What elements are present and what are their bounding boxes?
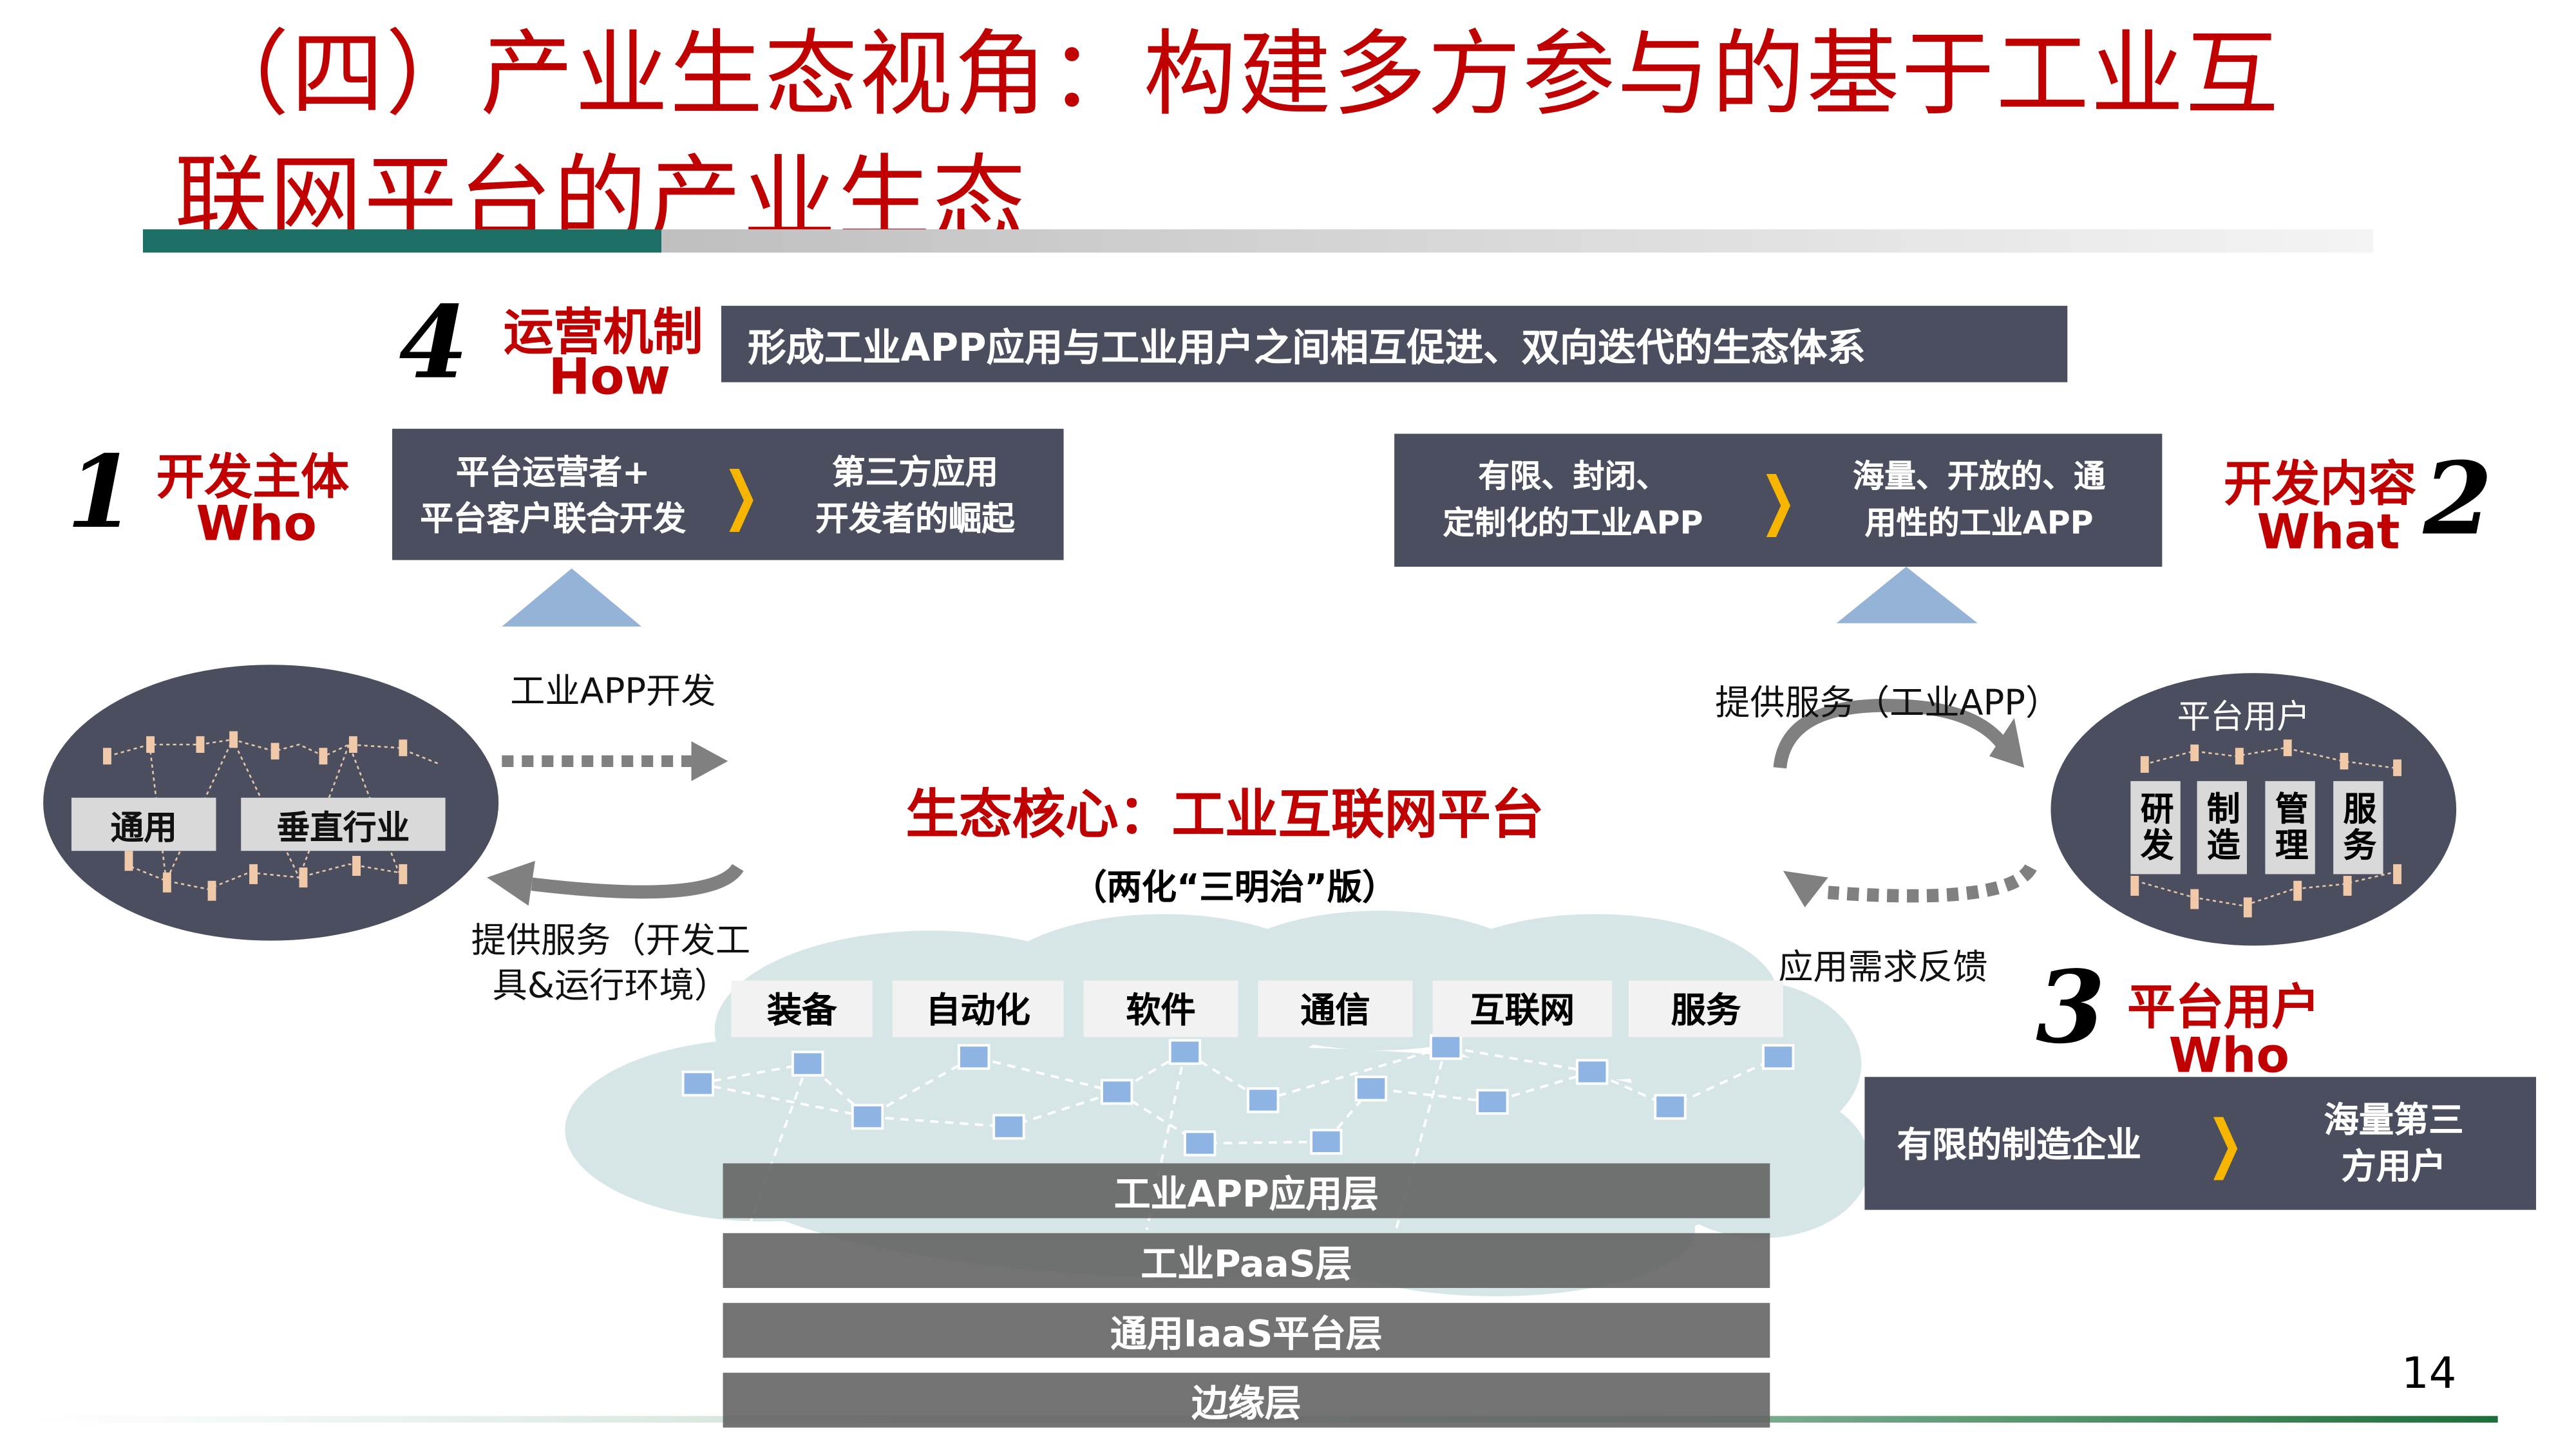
section-2-title: 开发内容 — [2223, 455, 2417, 512]
section-2-en: What — [2257, 503, 2400, 560]
cloud-nodes — [681, 1034, 1795, 1157]
category-software: 软件 — [1083, 980, 1238, 1037]
label-line2: 具&运行环境） — [492, 965, 730, 1006]
title-line1: （四）产业生态视角：构建多方参与的基于工业互 — [196, 21, 2280, 130]
from-text: 有限的制造企业 — [1897, 1125, 2141, 1166]
tag-service: 服务 — [2333, 781, 2383, 875]
user-box: 有限的制造企业 ❯ 海量第三方用户 — [1864, 1077, 2536, 1210]
arrow-serve-left — [487, 860, 744, 906]
to-line1: 第三方应用 — [832, 451, 999, 491]
category-service: 服务 — [1628, 980, 1783, 1037]
section-4-title: 运营机制 — [503, 304, 703, 363]
chevron-right-icon: ❯ — [2206, 1106, 2244, 1180]
section-3-en: Who — [2168, 1027, 2289, 1084]
developer-box: 平台运营者+ 平台客户联合开发 ❯ 第三方应用开发者的崛起 — [392, 428, 1064, 560]
section-1-title: 开发主体 — [156, 448, 349, 506]
category-communication: 通信 — [1258, 980, 1413, 1037]
from-line1: 有限、封闭、 — [1478, 459, 1668, 496]
core-subtitle: （两化“三明治”版） — [1072, 867, 1397, 908]
chevron-right-icon: ❯ — [721, 457, 759, 531]
tag-management: 管理 — [2265, 781, 2315, 875]
to-line2: 方用户 — [2341, 1146, 2447, 1187]
section-number-1: 1 — [66, 435, 136, 552]
category-equipment: 装备 — [731, 980, 873, 1037]
layer-paas: 工业PaaS层 — [723, 1233, 1770, 1288]
section-number-4: 4 — [399, 285, 469, 402]
category-automation: 自动化 — [892, 980, 1064, 1037]
label-serve-app: 提供服务（工业APP） — [1715, 683, 2061, 723]
triangle-up-right — [1836, 566, 1978, 623]
layer-app: 工业APP应用层 — [723, 1163, 1770, 1218]
from-line2: 定制化的工业APP — [1443, 505, 1703, 542]
tag-vertical-industry: 垂直行业 — [241, 797, 446, 851]
section-3-title: 平台用户 — [2127, 978, 2320, 1036]
title-bar-accent — [142, 229, 662, 253]
label-feedback: 应用需求反馈 — [1778, 947, 1988, 987]
core-title: 生态核心：工业互联网平台 — [905, 782, 1544, 846]
user-circle — [2050, 673, 2457, 946]
network-nodes — [102, 731, 2401, 918]
chevron-right-icon: ❯ — [1759, 463, 1797, 537]
triangle-up-left — [502, 568, 642, 627]
category-internet: 互联网 — [1432, 980, 1613, 1037]
arrow-serve-app — [1773, 699, 2025, 769]
tag-rd: 研发 — [2130, 781, 2181, 875]
section-1-en: Who — [196, 495, 317, 552]
from-line2: 平台客户联合开发 — [420, 497, 687, 538]
arrow-dev-right — [502, 741, 728, 781]
section-4-en: How — [548, 348, 671, 408]
section-number-2: 2 — [2423, 442, 2493, 559]
to-line1: 海量、开放的、通 — [1852, 459, 2106, 496]
layer-iaas: 通用IaaS平台层 — [723, 1303, 1770, 1358]
label-app-dev: 工业APP开发 — [510, 671, 716, 712]
label-line1: 提供服务（开发工 — [471, 920, 751, 961]
to-line2: 用性的工业APP — [1864, 505, 2094, 542]
title-bar — [661, 229, 2374, 253]
page-number: 14 — [2401, 1349, 2457, 1399]
label-serve-dev: 提供服务（开发工具&运行环境） — [449, 919, 773, 1009]
tag-general: 通用 — [71, 797, 216, 851]
to-line1: 海量第三 — [2324, 1100, 2464, 1141]
tag-manufacturing: 制造 — [2197, 781, 2247, 875]
arrow-feedback — [1783, 864, 2037, 908]
user-circle-title: 平台用户 — [2177, 696, 2311, 737]
layer-edge: 边缘层 — [723, 1372, 1770, 1428]
ecosystem-statement: 形成工业APP应用与工业用户之间相互促进、双向迭代的生态体系 — [721, 305, 2068, 383]
from-line1: 平台运营者+ — [456, 451, 650, 491]
content-box: 有限、封闭、定制化的工业APP ❯ 海量、开放的、通用性的工业APP — [1394, 433, 2163, 567]
to-line2: 开发者的崛起 — [815, 497, 1015, 538]
section-number-3: 3 — [2036, 951, 2105, 1067]
